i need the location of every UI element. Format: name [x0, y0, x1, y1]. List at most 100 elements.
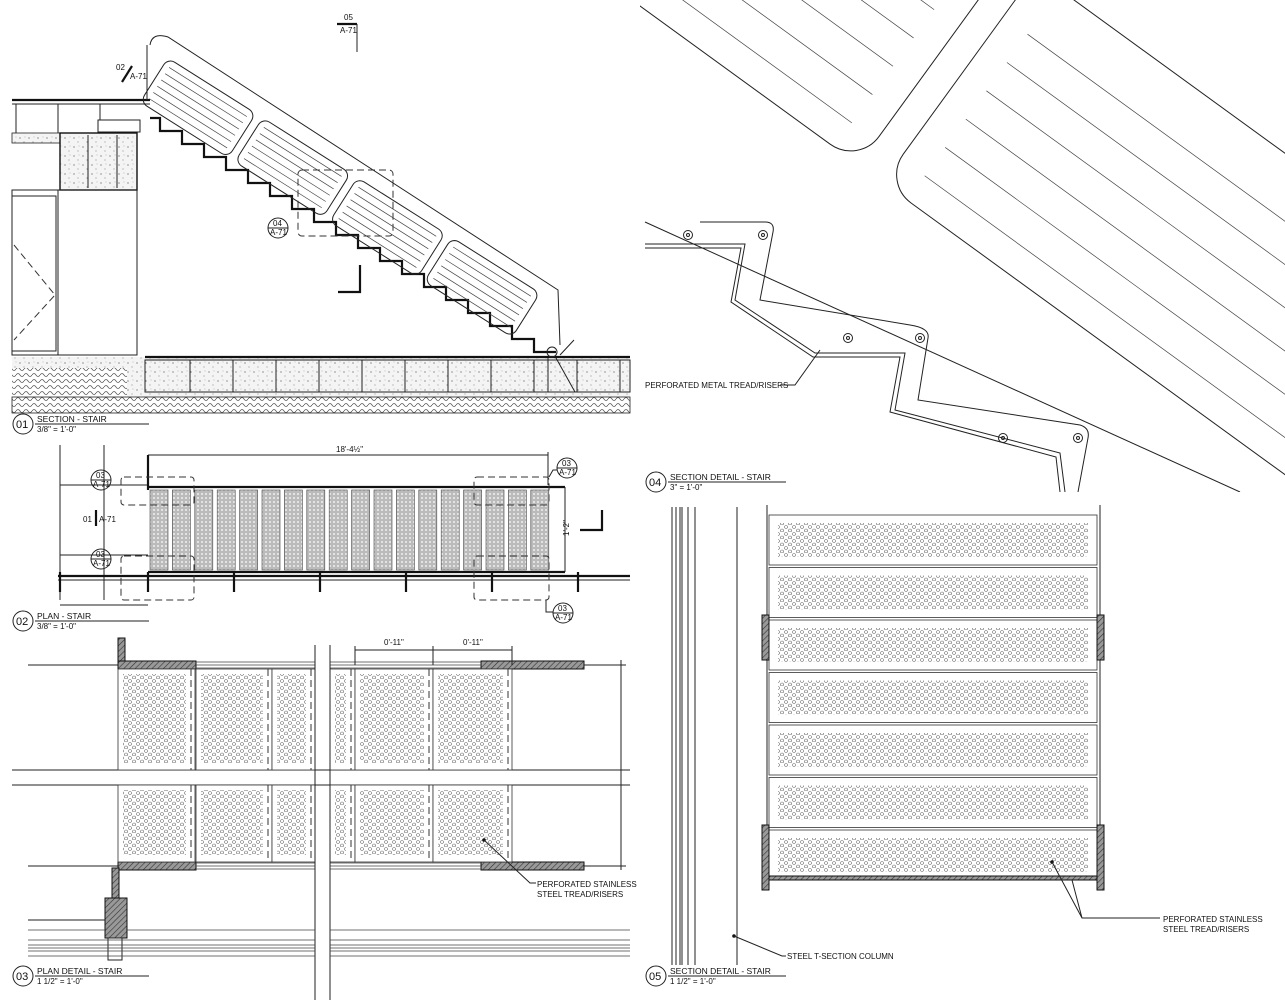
view-scale: 3/8" = 1'-0" [37, 622, 76, 631]
section-callout-02[interactable]: 02 A-71 [116, 63, 147, 83]
plan-detail-stair-view: 0'-11" 0'-11" PERFORATED STAINLESS STEEL… [12, 637, 637, 1000]
guard-panel-line [342, 211, 421, 262]
bolt-icon [1073, 433, 1083, 443]
detail-callout-04[interactable]: 04 A-71 [267, 169, 394, 239]
view-scale: 1 1/2" = 1'-0" [37, 977, 83, 986]
guard-panel-line [247, 152, 326, 202]
perforation [778, 785, 1088, 820]
callout-number: 02 [116, 63, 125, 72]
view-title-03: 03 PLAN DETAIL - STAIR 1 1/2" = 1'-0" [12, 965, 149, 987]
guard-panel [237, 120, 349, 215]
note-text: PERFORATED METAL TREAD/RISERS [645, 381, 788, 390]
tread-slat [373, 489, 393, 571]
guard-panel-line [346, 205, 425, 256]
note-text: PERFORATED STAINLESS [1163, 915, 1263, 924]
bolt-icon [846, 336, 850, 340]
perforation [277, 674, 306, 763]
dimensions-tread-width: 0'-11" 0'-11" [354, 638, 626, 870]
view-number: 01 [16, 419, 28, 431]
note-perforated-metal: PERFORATED METAL TREAD/RISERS [645, 349, 821, 390]
callout-sheet: A-71 [340, 26, 357, 35]
bolt-icon [758, 230, 768, 240]
perforation [438, 790, 503, 855]
section-detail-view-04: PERFORATED METAL TREAD/RISERS [640, 0, 1285, 492]
wall [11, 189, 138, 356]
view-number: 03 [16, 971, 28, 983]
tread-slat [508, 489, 527, 571]
detail-callout-03[interactable]: 03 A-71 [90, 469, 112, 491]
section-callout-05[interactable]: 05 A-71 [337, 13, 358, 52]
tread-slat [306, 489, 326, 571]
note-text: STEEL TREAD/RISERS [1163, 925, 1249, 934]
tread-slat [261, 489, 281, 571]
detail-callout-03[interactable]: 03 A-71 [548, 457, 578, 479]
bolt-icon [686, 233, 690, 237]
callout-sheet: A-71 [130, 72, 147, 81]
section-marker [338, 265, 362, 294]
dimension-text: 1'-2" [562, 520, 571, 536]
bolt-icon [1001, 436, 1005, 440]
bolt-icon [1076, 436, 1080, 440]
tread-slat [351, 489, 370, 571]
guard-panel-line [433, 277, 512, 328]
perforation [123, 674, 186, 763]
guard-panel-line [153, 92, 232, 142]
view-title-02: 02 PLAN - STAIR 3/8" = 1'-0" [12, 610, 149, 632]
callout-number: 05 [344, 13, 353, 22]
view-scale: 3" = 1'-0" [670, 483, 702, 492]
view-title: SECTION - STAIR [37, 414, 107, 424]
callout-number: 03 [558, 604, 567, 613]
guard-panel-line [164, 73, 244, 124]
perforation [335, 674, 346, 763]
detail-callout-03[interactable]: 03 A-71 [545, 600, 574, 624]
stair-steps [150, 116, 556, 354]
guard-panel-line [255, 139, 334, 190]
perforation [778, 575, 1088, 610]
guard-panel-line [437, 271, 516, 322]
guard-panel-line [358, 186, 437, 237]
section-detail-view-05: STEEL T-SECTION COLUMN PERFORATED STAINL… [671, 505, 1263, 965]
perforation [778, 523, 1088, 557]
guard-panel-line [263, 127, 342, 177]
tread-slat [328, 489, 348, 571]
perforated-tread-panels [117, 668, 513, 863]
tread-slat [418, 489, 438, 571]
callout-sheet: A-71 [93, 559, 110, 568]
perforation [360, 790, 424, 855]
perforation [778, 733, 1088, 767]
bolts [683, 230, 1083, 443]
guard-panel [426, 240, 538, 335]
view-scale: 3/8" = 1'-0" [37, 425, 76, 434]
tread-slat [194, 489, 214, 571]
note-text: STEEL TREAD/RISERS [537, 890, 623, 899]
perforation [123, 790, 186, 855]
detail-callout-03[interactable]: 03 A-71 [90, 548, 112, 570]
tread-slat [440, 489, 460, 571]
callout-number: 03 [96, 471, 105, 480]
callout-sheet: A-71 [559, 468, 576, 477]
perforation [778, 628, 1088, 662]
view-title-01: 01 SECTION - STAIR 3/8" = 1'-0" [12, 413, 149, 435]
guard-panels-detail [640, 0, 1285, 492]
perforation [778, 680, 1088, 715]
note-steel-column: STEEL T-SECTION COLUMN [732, 934, 894, 961]
guard-panel-line [445, 259, 524, 309]
section-marker-01[interactable]: 01 A-71 [83, 510, 116, 526]
bolt-icon [998, 433, 1008, 443]
dimension-text: 18'-4½" [336, 445, 363, 454]
tread-slat [485, 489, 505, 571]
view-number: 05 [649, 971, 661, 983]
view-title-05: 05 SECTION DETAIL - STAIR 1 1/2" = 1'-0" [645, 965, 786, 987]
stair-guard [142, 35, 576, 393]
tread-slat [284, 489, 303, 571]
section-stair-view: 05 A-71 02 A-71 04 A-71 [11, 13, 631, 414]
guard-panel-line [251, 145, 330, 196]
bolt-icon [915, 333, 925, 343]
guard-panel-line [243, 158, 322, 209]
perforation [360, 674, 424, 763]
plan-stair-view: 18'-4½" 1'-2" 01 A-71 03 A-71 03 A- [58, 445, 630, 624]
callout-sheet: A-71 [270, 228, 287, 237]
view-number: 02 [16, 616, 28, 628]
note-perforated-stainless: PERFORATED STAINLESS STEEL TREAD/RISERS [1050, 860, 1263, 934]
note-text: PERFORATED STAINLESS [537, 880, 637, 889]
